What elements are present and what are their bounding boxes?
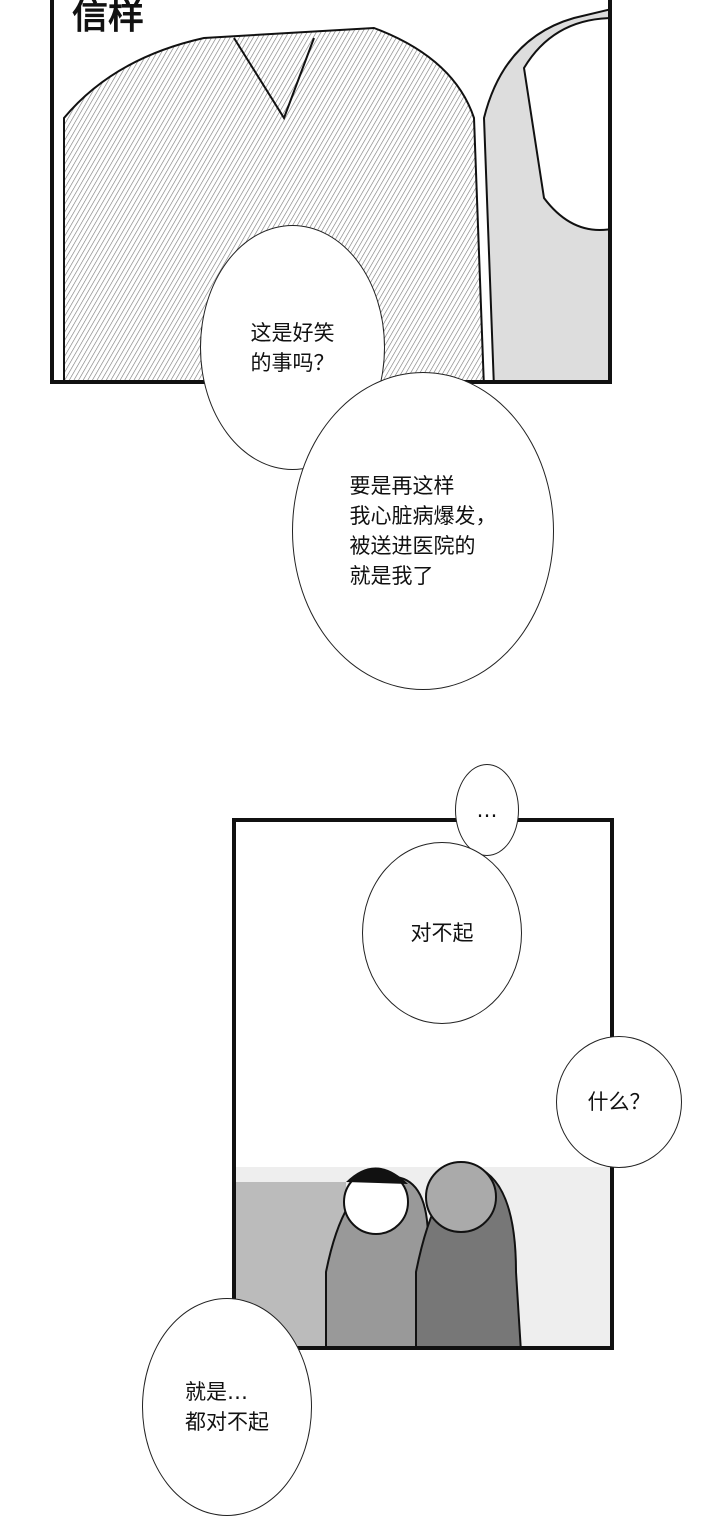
speech-text-3: … [476,798,498,822]
speech-text-6: 就是… 都对不起 [185,1380,269,1434]
speech-bubble-6: 就是… 都对不起 [142,1298,312,1516]
speech-text-2: 要是再这样 我心脏病爆发， 被送进医院的 就是我了 [349,474,497,588]
speech-bubble-2: 要是再这样 我心脏病爆发， 被送进医院的 就是我了 [292,372,554,690]
svg-text:信样: 信样 [72,0,144,37]
panel-bottom-art [236,1161,610,1346]
speech-text-4: 对不起 [410,921,474,945]
speech-text-1: 这是好笑 的事吗？ [250,320,335,375]
speech-bubble-4: 对不起 [362,842,522,1024]
speech-text-5: 什么？ [587,1090,651,1114]
speech-bubble-3: … [455,764,519,856]
panel-top: 信样 [50,0,612,384]
panel-top-art: 信样 [63,0,608,380]
speech-bubble-5: 什么？ [556,1036,682,1168]
